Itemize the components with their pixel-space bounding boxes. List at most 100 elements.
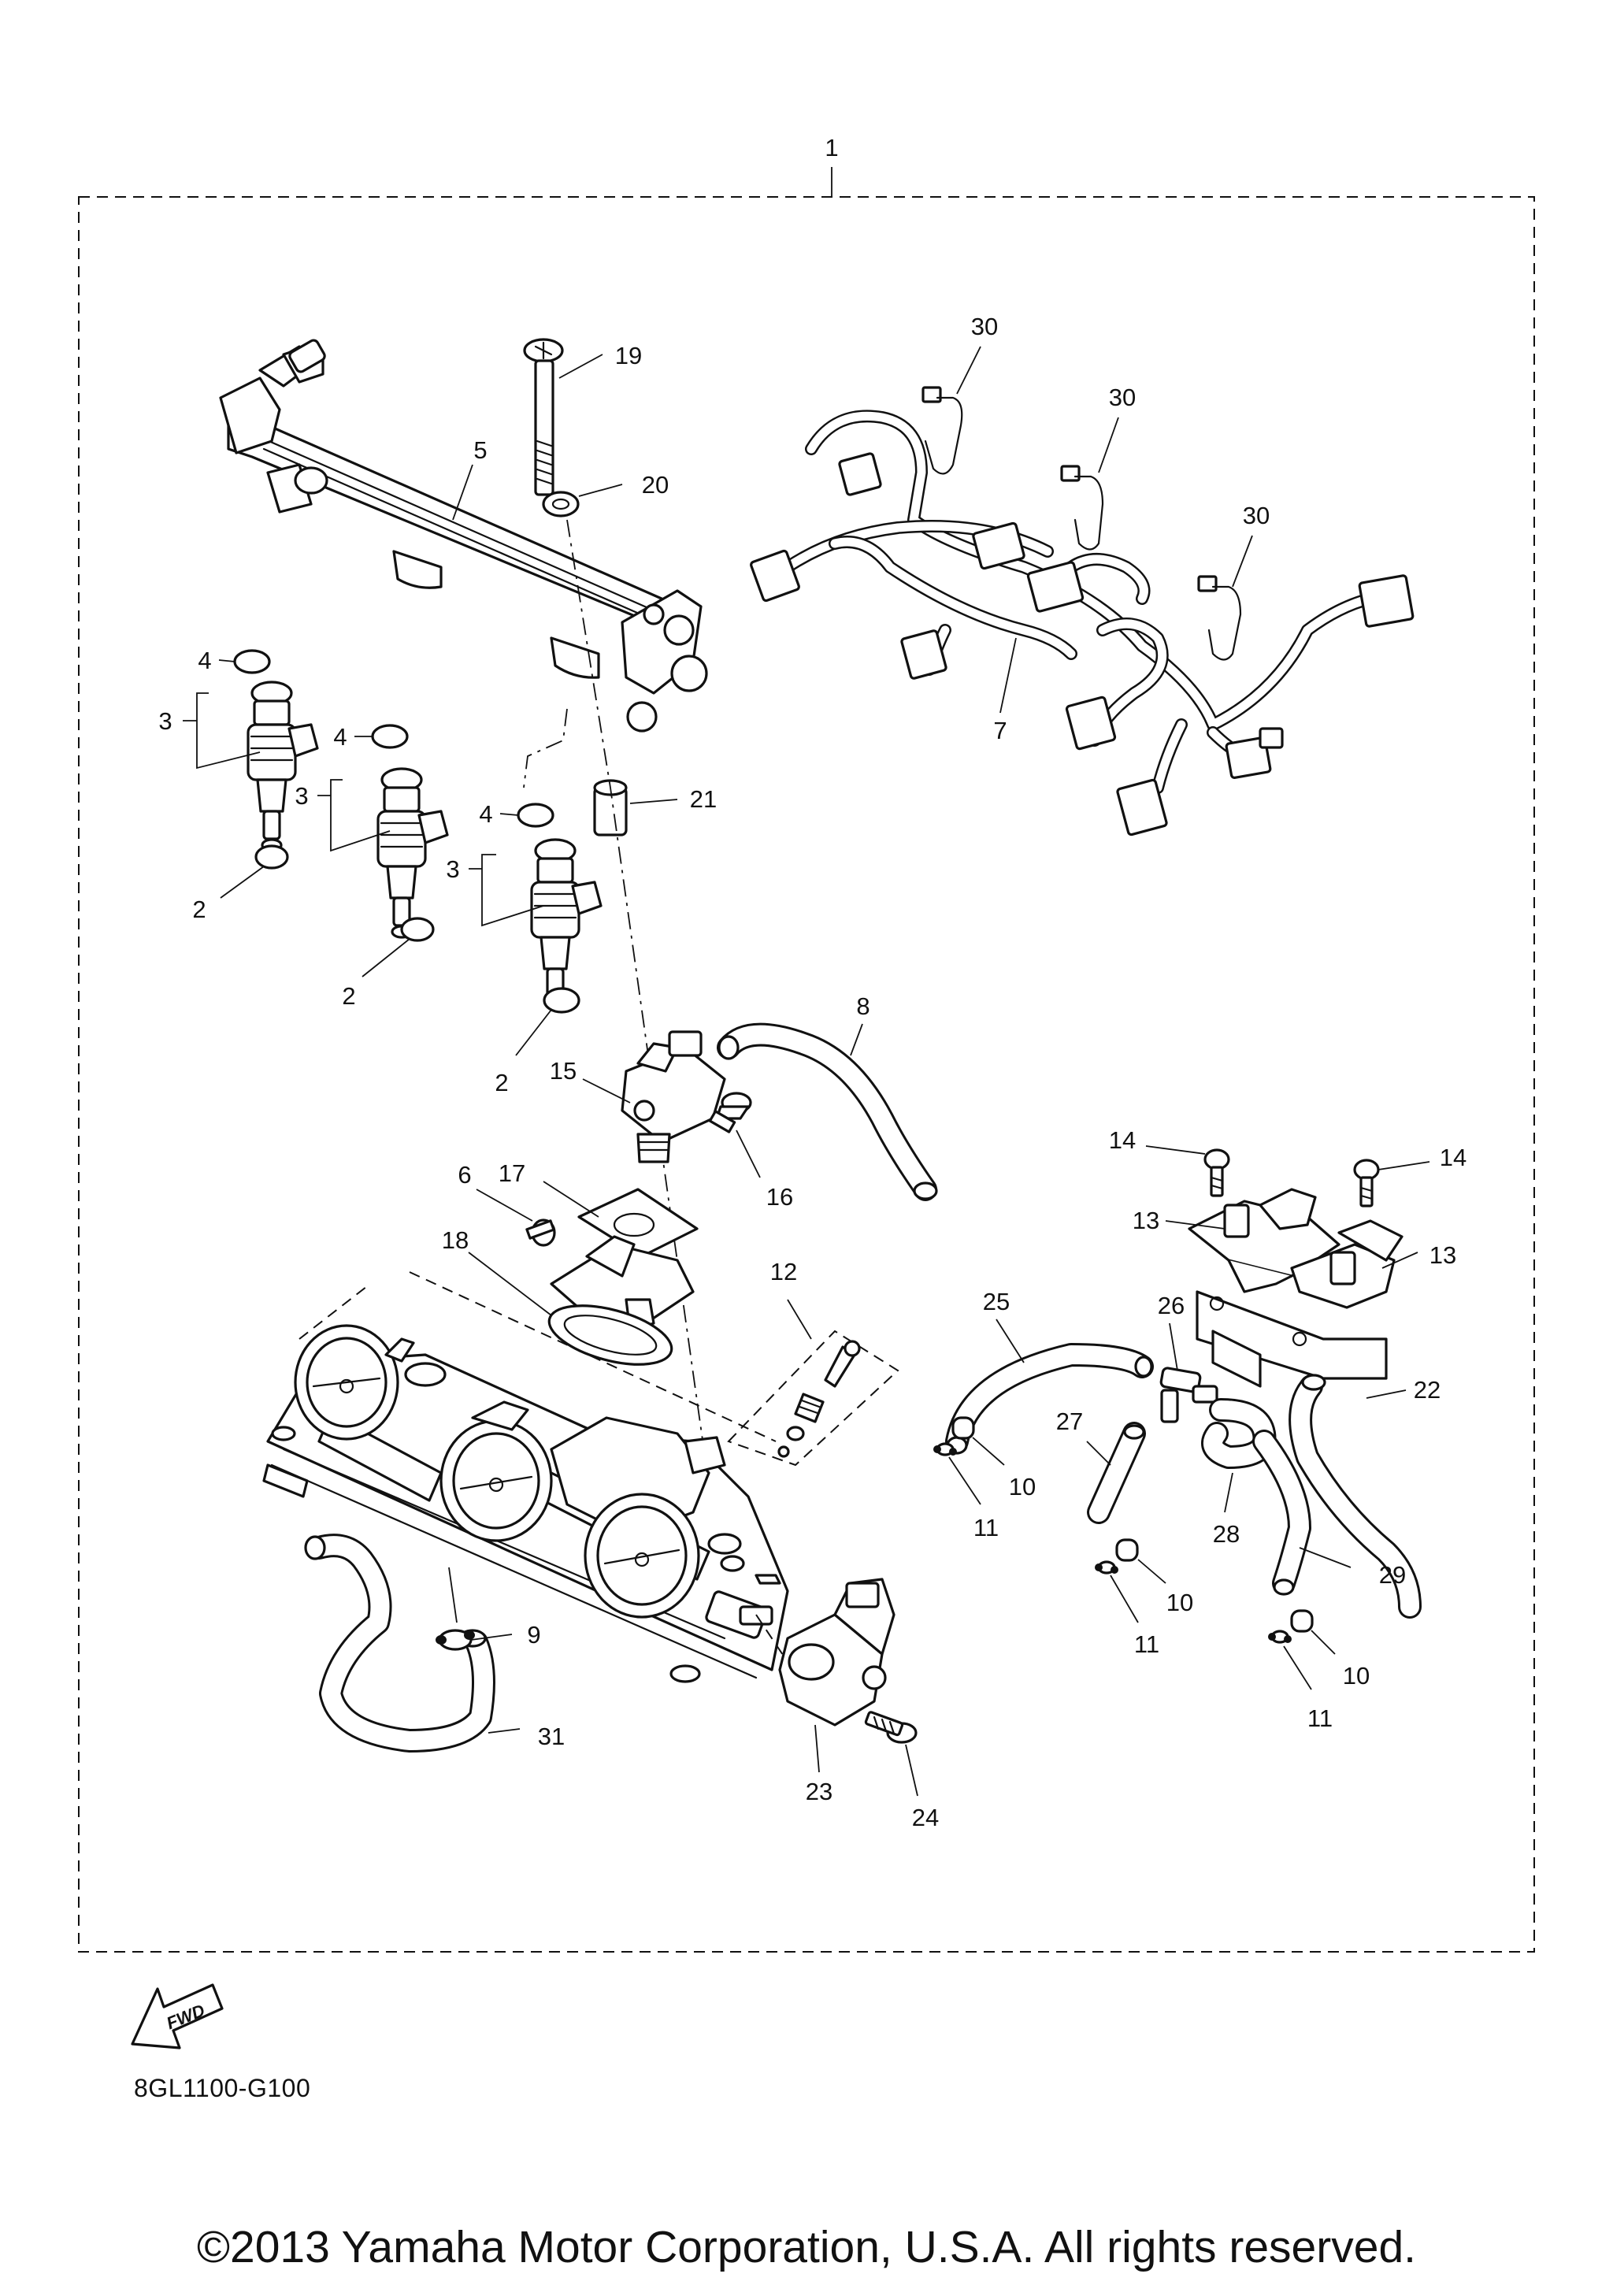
- bracket-13: [1188, 1188, 1403, 1388]
- leader-3b: [330, 779, 391, 852]
- leader-30b: [1098, 417, 1119, 473]
- screw-16: [708, 1092, 752, 1133]
- callout-10c: 10: [1343, 1662, 1370, 1690]
- sensor-15: [621, 1030, 726, 1163]
- callout-15: 15: [550, 1057, 577, 1085]
- callout-20: 20: [642, 471, 669, 499]
- leader-2a: [220, 866, 265, 899]
- callout-14a: 14: [1109, 1126, 1136, 1154]
- injector-1: [247, 681, 319, 852]
- callout-2b: 2: [342, 982, 355, 1010]
- callout-7: 7: [993, 717, 1007, 744]
- callout-9: 9: [527, 1621, 540, 1649]
- leader-15: [582, 1078, 631, 1103]
- leader-11a: [948, 1456, 981, 1505]
- clamp-9: [436, 1629, 475, 1651]
- callout-28: 28: [1213, 1520, 1240, 1548]
- callout-30b: 30: [1109, 384, 1136, 411]
- cap-10a: [951, 1416, 975, 1440]
- guide-23: [755, 1614, 788, 1663]
- callout-3b: 3: [295, 782, 308, 810]
- screw-6: [525, 1218, 556, 1247]
- figure-code: 8GL1100-G100: [134, 2074, 311, 2102]
- callout-3c: 3: [446, 855, 459, 883]
- callout-18: 18: [442, 1226, 469, 1254]
- leader-9: [470, 1634, 513, 1641]
- seal-2b: [400, 917, 435, 942]
- clip-30c: [1197, 575, 1242, 661]
- washer-20: [542, 491, 580, 517]
- callout-10b: 10: [1166, 1589, 1193, 1616]
- throttle-body: [262, 1324, 789, 1683]
- callout-4b: 4: [333, 723, 347, 751]
- callout-31: 31: [538, 1723, 565, 1750]
- leader-3a: [196, 692, 261, 770]
- leader-10c: [1311, 1630, 1336, 1655]
- leader-10b: [1137, 1559, 1166, 1584]
- leader-3c: [481, 854, 544, 927]
- callout-1: 1: [825, 134, 838, 161]
- parts-diagram: FWD 1 2 2 2 3 3 3 4 4 4 5 6 7 8 9 10 10 …: [78, 134, 1535, 2049]
- leader-25: [996, 1319, 1025, 1363]
- callout-11c: 11: [1307, 1704, 1333, 1732]
- callout-29: 29: [1379, 1561, 1406, 1589]
- copyright-notice: ©2013 Yamaha Motor Corporation, U.S.A. A…: [197, 2222, 1416, 2272]
- leader-2b: [362, 938, 410, 977]
- leader-13a: [1165, 1220, 1226, 1230]
- gasket-17: [577, 1188, 699, 1258]
- callout-5: 5: [473, 436, 487, 464]
- bolt-14b: [1353, 1159, 1380, 1207]
- fwd-arrow-icon: FWD: [131, 1983, 224, 2049]
- leader-28: [1224, 1472, 1233, 1513]
- wire-harness: [750, 410, 1415, 836]
- leader-16: [736, 1129, 761, 1178]
- injector-3: [530, 838, 603, 1010]
- o-ring-4b: [371, 724, 409, 749]
- callout-8: 8: [856, 992, 870, 1020]
- callout-25: 25: [983, 1288, 1010, 1315]
- leader-22: [1366, 1389, 1407, 1399]
- assembly-boundary: [78, 196, 1535, 1953]
- callout-10a: 10: [1009, 1473, 1036, 1500]
- guide-line-rail: [523, 708, 568, 788]
- leader-31b: [448, 1567, 458, 1623]
- callout-2c: 2: [495, 1069, 508, 1096]
- joint-26: [1159, 1367, 1218, 1423]
- callout-3a: 3: [158, 707, 172, 735]
- leader-23: [814, 1724, 820, 1773]
- leader-13b: [1381, 1252, 1418, 1269]
- leader-11b: [1110, 1575, 1139, 1623]
- leader-8: [850, 1023, 863, 1056]
- clip-30a: [921, 386, 963, 475]
- callout-11b: 11: [1134, 1630, 1159, 1658]
- leader-2c: [515, 1009, 552, 1056]
- cap-10c: [1290, 1609, 1314, 1633]
- leader-4c: [499, 813, 519, 816]
- hose-22: [1289, 1374, 1422, 1619]
- hose-27: [1087, 1422, 1146, 1524]
- guide-line-21: [566, 519, 714, 1513]
- gasket-18: [547, 1304, 673, 1366]
- leader-19: [558, 354, 603, 379]
- leader-30a: [956, 346, 981, 395]
- bolt-24: [864, 1711, 918, 1744]
- callout-14b: 14: [1440, 1144, 1467, 1171]
- callout-24: 24: [912, 1804, 939, 1831]
- hose-29: [1252, 1430, 1311, 1596]
- leader-7: [999, 637, 1017, 714]
- callout-6: 6: [458, 1161, 471, 1189]
- callout-21: 21: [690, 785, 717, 813]
- leader-10a: [972, 1437, 1005, 1466]
- callout-11a: 11: [973, 1514, 999, 1541]
- leader-30c: [1232, 535, 1253, 588]
- callout-4a: 4: [198, 647, 211, 674]
- callout-4c: 4: [479, 800, 492, 828]
- clip-30b: [1060, 465, 1104, 551]
- leader-6: [476, 1189, 533, 1222]
- bolt-14a: [1203, 1148, 1230, 1197]
- leader-26: [1169, 1322, 1178, 1371]
- leader-20: [578, 484, 623, 497]
- callout-13a: 13: [1133, 1207, 1159, 1234]
- seal-2c: [543, 987, 580, 1014]
- clamp-11a: [933, 1442, 957, 1456]
